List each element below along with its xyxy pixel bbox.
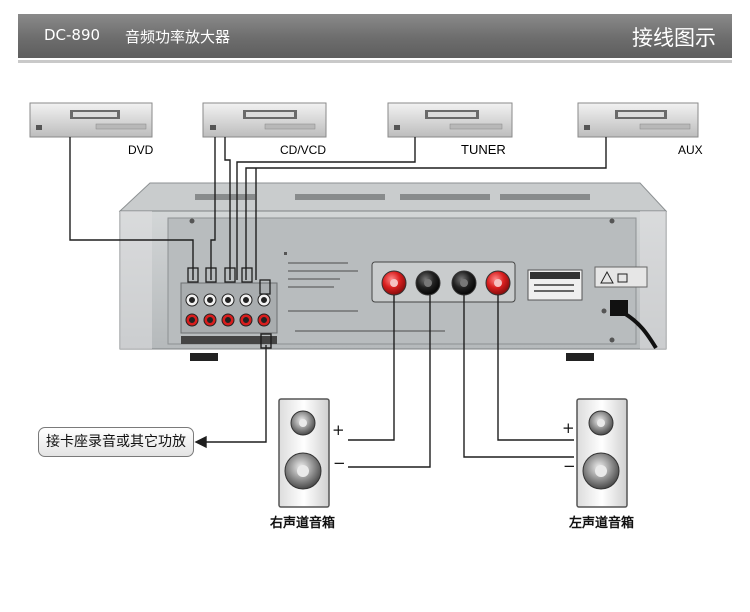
- tuner-label: TUNER: [461, 142, 506, 157]
- rca-input-jacks: [180, 282, 278, 344]
- right-speaker: [278, 398, 330, 508]
- title-bar: [18, 14, 732, 58]
- nameplate-area: [284, 252, 445, 332]
- left-speaker-label: 左声道音箱: [569, 516, 635, 531]
- speaker-cables: [348, 295, 574, 468]
- title-bar-underline: [18, 60, 732, 63]
- input-cables: [69, 137, 607, 280]
- left-speaker-plus: +: [562, 419, 575, 437]
- record-out-cable: [194, 333, 272, 449]
- right-speaker-label: 右声道音箱: [270, 516, 336, 531]
- dvd-player-icon: [29, 102, 153, 138]
- warning-label: [527, 269, 583, 301]
- aux-device-icon: [577, 102, 699, 138]
- power-inlet: [594, 266, 658, 350]
- left-speaker-minus: −: [563, 457, 576, 475]
- tuner-icon: [387, 102, 513, 138]
- cd-vcd-label: CD/VCD: [280, 143, 327, 157]
- diagram-title: 接线图示: [632, 26, 716, 50]
- right-speaker-plus: +: [332, 421, 345, 439]
- right-speaker-minus: −: [333, 454, 346, 472]
- recording-output-note: 接卡座录音或其它功放: [38, 427, 194, 457]
- product-name: 音频功率放大器: [125, 28, 231, 46]
- input-plugs: [187, 267, 271, 295]
- model-number: DC-890: [44, 26, 101, 44]
- cd-vcd-player-icon: [202, 102, 327, 138]
- aux-label: AUX: [678, 143, 703, 157]
- dvd-label: DVD: [128, 143, 154, 157]
- left-speaker: [576, 398, 628, 508]
